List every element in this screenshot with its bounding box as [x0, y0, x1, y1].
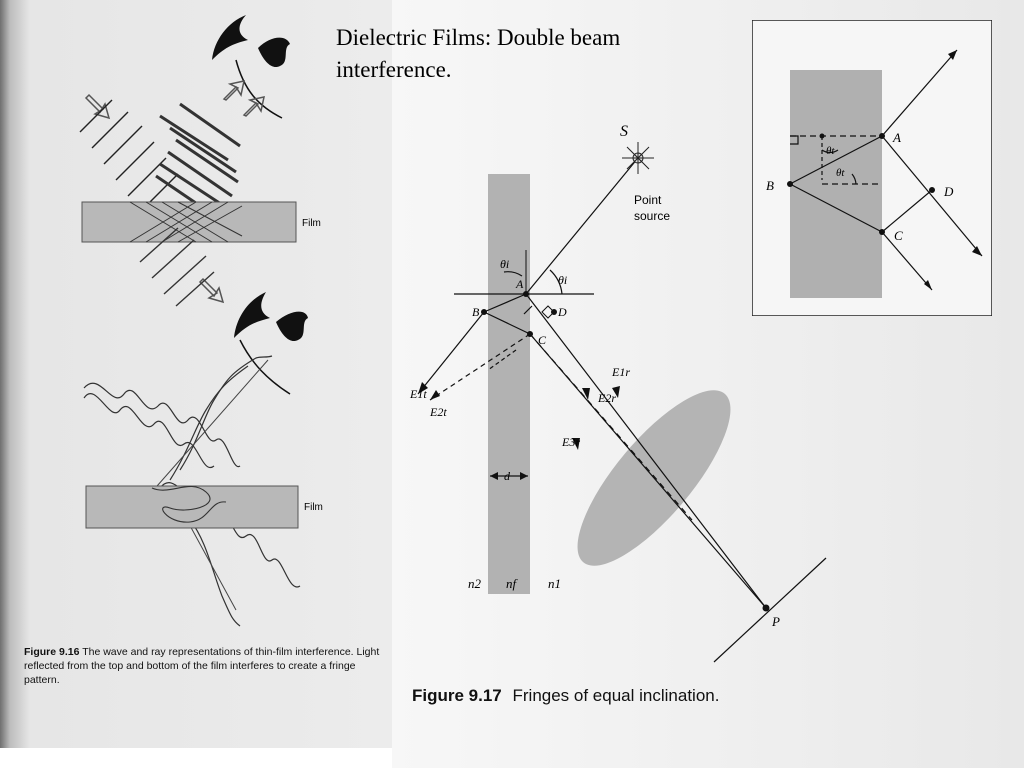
film-crosshatch-top — [129, 201, 243, 243]
label-e3r: E3r — [561, 435, 580, 449]
label-c: C — [538, 333, 547, 347]
label-n1: n1 — [548, 576, 561, 591]
inset-label-d: D — [943, 184, 954, 199]
inset-points — [787, 133, 935, 235]
label-nf: nf — [506, 576, 519, 591]
inset-label-a: A — [892, 130, 901, 145]
screen-line — [713, 557, 827, 663]
diagram-points — [481, 291, 770, 612]
figure-9-16-caption-text: The wave and ray representations of thin… — [24, 646, 380, 686]
ray-e3r — [529, 333, 693, 521]
inset-theta-t-2: θt — [836, 167, 845, 179]
perp-line-cd — [523, 305, 533, 315]
reflected-wavefronts — [155, 102, 241, 216]
figure-9-16-caption-number: Figure 9.16 — [24, 646, 80, 658]
inset-reflected-ray-1 — [881, 135, 983, 257]
point-source-icon — [622, 142, 654, 174]
refracted-ray-bc — [483, 311, 531, 335]
label-b: B — [472, 305, 480, 319]
incident-ray — [525, 157, 639, 295]
inset-right-angle — [790, 135, 799, 145]
textbook-left-page — [0, 0, 392, 748]
inset-reflected-ray-2 — [881, 231, 933, 291]
inset-theta-t-1: θt — [826, 145, 835, 157]
refracted-ray-ab — [483, 293, 527, 313]
ray-e1t — [417, 311, 485, 395]
label-point-source-1: Point — [634, 193, 662, 207]
inset-angle-arc-2 — [851, 173, 857, 185]
label-d-thickness: d — [504, 469, 511, 483]
label-theta-i-right: θi — [558, 273, 567, 287]
reflected-ray-line — [149, 359, 269, 495]
angle-arc-right — [549, 269, 563, 295]
inset-arrowheads — [924, 50, 982, 290]
inset-incident-ray — [881, 49, 958, 137]
internal-ray — [487, 349, 517, 371]
label-point-source-2: source — [634, 209, 670, 223]
hollow-arrow-icon — [84, 80, 265, 304]
inset-refracted-ray-1 — [789, 135, 883, 185]
label-e1t: E1t — [409, 387, 427, 401]
film-wave-bottom — [151, 485, 227, 523]
figure-9-17: S Point source A B C D P θi θi E1r E2r E… — [409, 123, 827, 663]
label-e2t: E2t — [429, 405, 447, 419]
inset-label-b: B — [766, 178, 774, 193]
inset-refracted-ray-2 — [789, 183, 883, 233]
label-s: S — [620, 123, 628, 140]
ray-e2r — [529, 333, 767, 609]
inset-label-c: C — [894, 228, 903, 243]
slide-title-line1: Dielectric Films: Double beam — [336, 25, 621, 50]
label-e2r: E2r — [597, 391, 616, 405]
figure-9-17-caption: Figure 9.17 Fringes of equal inclination… — [412, 686, 719, 706]
label-d: D — [557, 305, 567, 319]
eye-icon-bottom — [234, 292, 308, 342]
ray-e2t — [429, 333, 531, 401]
inset-angle-arc-1 — [821, 149, 839, 154]
film-slab — [488, 174, 530, 594]
figure-9-16: Film Film — [79, 15, 323, 627]
ray-arrowheads — [418, 382, 620, 480]
film-label-top: Film — [302, 218, 321, 229]
transmitted-wavefronts — [139, 227, 215, 307]
label-p: P — [771, 614, 780, 629]
label-n2: n2 — [468, 576, 482, 591]
figure-9-17-caption-number: Figure 9.17 — [412, 686, 502, 705]
eye-icon-top — [212, 15, 290, 68]
slide-title-line2: interference. — [336, 57, 452, 82]
slide-title: Dielectric Films: Double beam interferen… — [336, 22, 716, 86]
label-a: A — [515, 277, 524, 291]
angle-arc-left — [503, 271, 523, 277]
ray-e1r — [525, 293, 767, 609]
film-label-bottom: Film — [304, 502, 323, 513]
label-theta-i-left: θi — [500, 257, 509, 271]
inset-diagram: A B C D θt θt — [752, 20, 992, 316]
film-bottom — [85, 485, 299, 529]
inset-perp-line — [881, 189, 933, 233]
figure-9-17-caption-text: Fringes of equal inclination. — [512, 686, 720, 705]
label-e1r: E1r — [611, 365, 630, 379]
figure-9-16-caption: Figure 9.16 The wave and ray representat… — [24, 645, 389, 687]
